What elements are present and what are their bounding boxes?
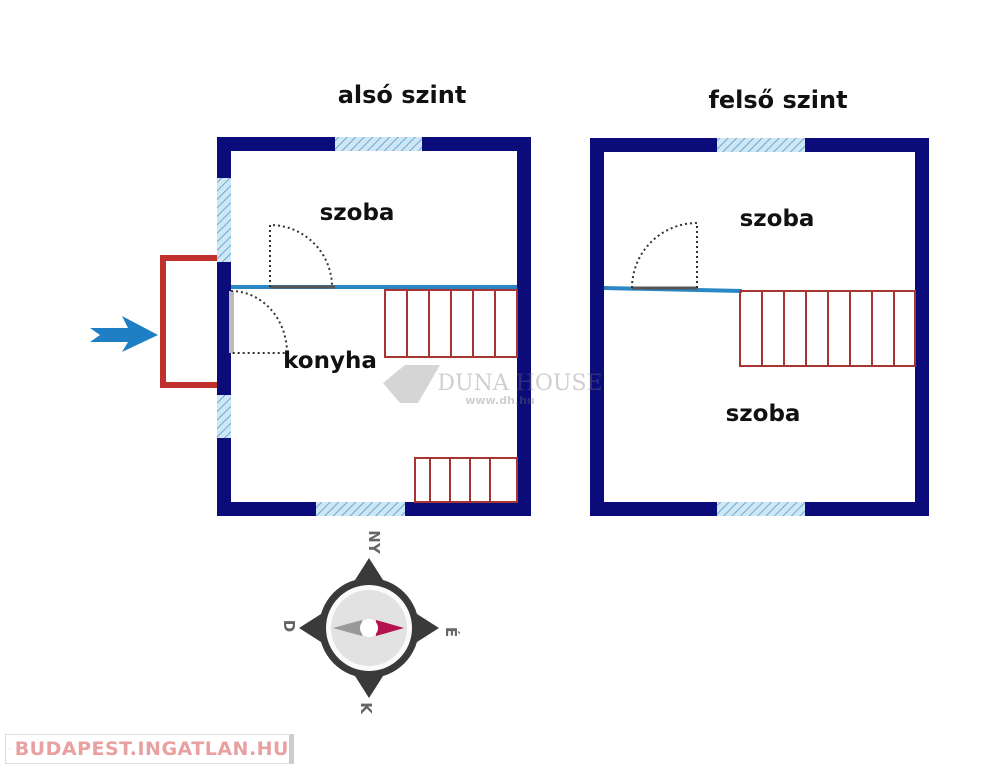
upper-floor-walls: [590, 138, 929, 516]
footer-label: BUDAPEST.INGATLAN.HU: [14, 738, 289, 760]
lower-floor-title: alsó szint: [338, 81, 467, 109]
door: [269, 223, 335, 289]
room-label: szoba: [320, 200, 395, 226]
room-label: szoba: [726, 401, 801, 427]
staircase: [739, 290, 916, 367]
door: [229, 290, 289, 354]
lower-floor-walls: [217, 137, 531, 516]
staircase: [414, 457, 518, 503]
house-icon: [9, 748, 11, 750]
footer-badge: BUDAPEST.INGATLAN.HU: [5, 734, 294, 764]
compass-label-south: K: [357, 702, 375, 715]
lower-floor-plan: alsó szint szoba konyha: [90, 81, 531, 516]
compass-needle-icon: [376, 620, 404, 636]
room-label: konyha: [283, 348, 377, 374]
entrance-arrow-icon: [90, 316, 158, 352]
entrance-porch: [160, 255, 217, 388]
compass-label-north: NY: [365, 530, 383, 555]
window: [316, 502, 405, 516]
compass-label-east: É: [442, 627, 461, 637]
window: [335, 137, 422, 151]
staircase: [384, 289, 518, 358]
window: [717, 138, 805, 152]
watermark-brand: DUNA HOUSE: [437, 371, 602, 396]
window: [217, 178, 231, 262]
watermark-url: www.dh.hu: [465, 394, 535, 407]
door: [631, 221, 698, 290]
watermark: DUNA HOUSE www.dh.hu: [383, 365, 603, 407]
compass: NY D É K: [280, 530, 461, 715]
window: [717, 502, 805, 516]
watermark-logo-icon: [383, 365, 440, 403]
upper-floor-title: felső szint: [708, 86, 847, 114]
compass-label-west: D: [280, 620, 298, 632]
room-label: szoba: [740, 206, 815, 232]
window: [217, 395, 231, 438]
upper-floor-plan: felső szint szoba szoba: [590, 86, 929, 516]
compass-needle-icon: [333, 620, 362, 636]
